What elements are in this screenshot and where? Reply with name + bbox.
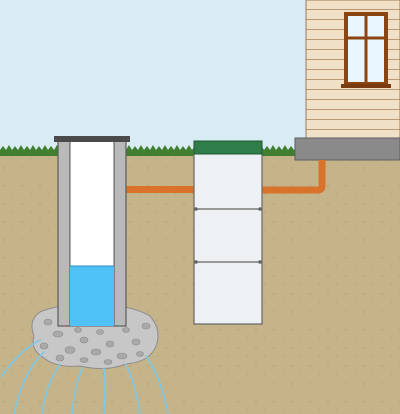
well-cover: [54, 136, 130, 142]
seepage-flow: [1, 339, 169, 414]
tank-lid: [193, 140, 263, 155]
well-water: [70, 266, 114, 326]
well-left-wall: [57, 139, 71, 327]
house-window: [341, 12, 391, 88]
outlet-pipe-house: [262, 160, 326, 194]
overflow-pipe: [110, 186, 196, 193]
well-right-wall: [113, 139, 127, 327]
tank-body: [193, 145, 263, 325]
filtration-well: [54, 136, 130, 327]
house-foundation: [294, 137, 400, 161]
septic-tank: [193, 140, 263, 325]
house: [294, 0, 400, 161]
